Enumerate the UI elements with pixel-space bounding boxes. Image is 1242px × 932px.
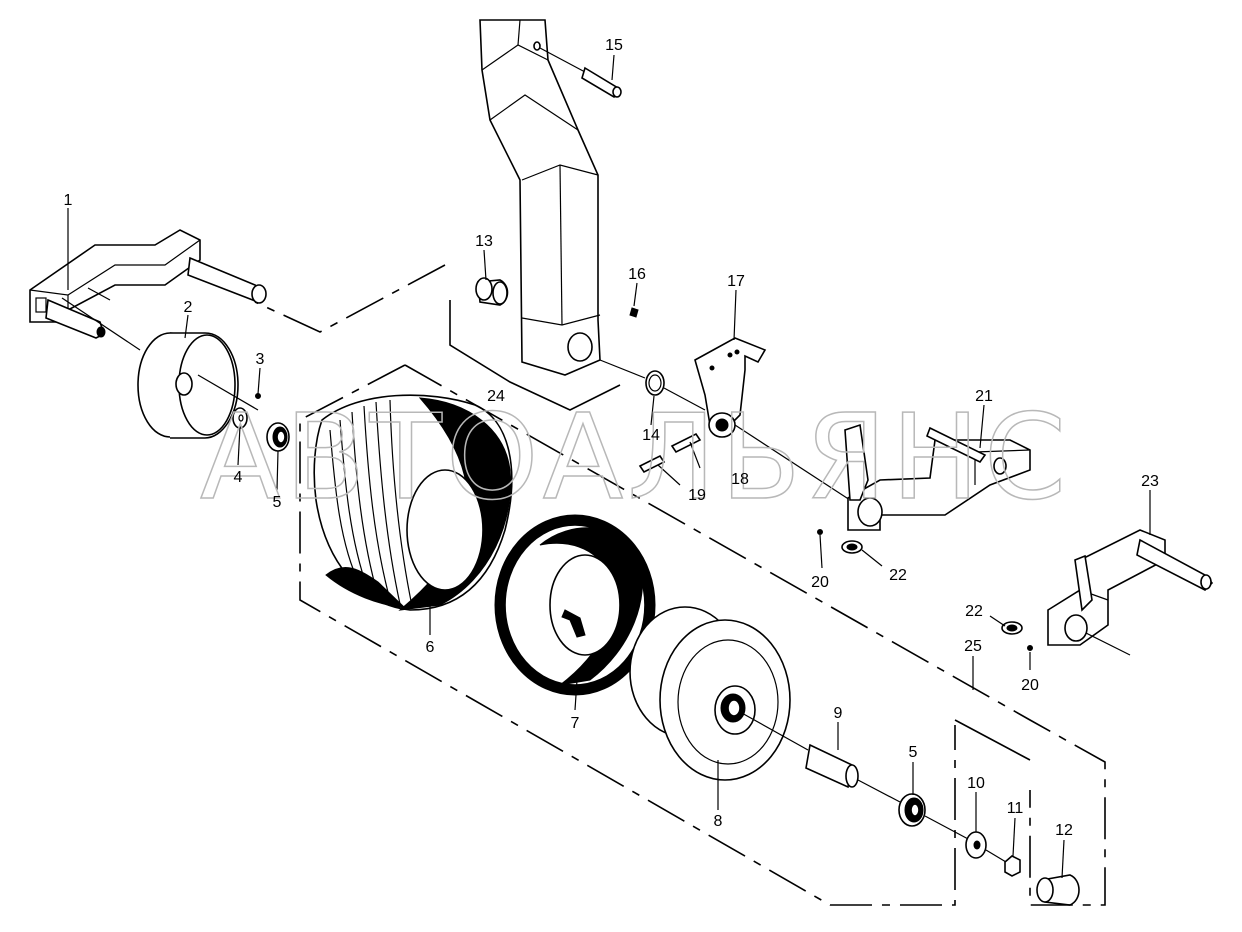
callout-5-left: 5: [273, 494, 282, 511]
frame-post: [479, 19, 601, 376]
clip-22-lower: [1001, 621, 1023, 635]
swing-arm-21: [844, 423, 1031, 531]
tire-6: [313, 394, 513, 611]
washer-10: [965, 831, 1007, 863]
nut-11: [1004, 855, 1021, 877]
rim-8: [629, 606, 809, 781]
bracket-17: [694, 337, 851, 501]
callout-16: 16: [628, 266, 646, 283]
inner-tube-7: [494, 514, 656, 696]
callout-6: 6: [426, 639, 435, 656]
callout-20-upper: 20: [811, 574, 829, 591]
watermark-text: АВТОАЛЬЯНС: [200, 388, 1070, 526]
callout-3: 3: [256, 351, 265, 368]
screw-20-upper: [817, 529, 823, 535]
washer-4: [232, 407, 248, 429]
bushing-13: [475, 277, 509, 306]
bearing-5-right: [898, 793, 971, 841]
callout-12: 12: [1055, 822, 1073, 839]
callout-17: 17: [727, 273, 745, 290]
bolt-16: [629, 307, 639, 318]
screw-20-lower: [1027, 645, 1033, 651]
clip-22-upper: [841, 540, 863, 554]
axle-arm-1: [29, 229, 267, 351]
callout-20-lower: 20: [1021, 677, 1039, 694]
callout-1: 1: [64, 192, 73, 209]
leader-lines: [67, 54, 1151, 879]
callout-2: 2: [184, 299, 193, 316]
spacer-9: [805, 743, 901, 803]
callout-15: 15: [605, 37, 623, 54]
callout-21: 21: [975, 388, 993, 405]
bushing-12: [1036, 874, 1080, 906]
callout-19: 19: [688, 487, 706, 504]
ring-14: [599, 359, 706, 411]
callout-13: 13: [475, 233, 493, 250]
callout-9: 9: [834, 705, 843, 722]
callout-23: 23: [1141, 473, 1159, 490]
callout-22-upper: 22: [889, 567, 907, 584]
callout-25: 25: [964, 638, 982, 655]
callout-8: 8: [714, 813, 723, 830]
pin-19: [638, 454, 666, 474]
pin-18: [670, 432, 702, 454]
callout-5-right: 5: [909, 744, 918, 761]
callout-22-lower: 22: [965, 603, 983, 620]
assembly-boundaries: [254, 264, 1106, 906]
callout-18: 18: [731, 471, 749, 488]
bearing-5-left: [266, 422, 290, 452]
callout-4: 4: [234, 469, 243, 486]
pin-15: [539, 47, 622, 99]
callout-14: 14: [642, 427, 660, 444]
callout-7: 7: [571, 715, 580, 732]
callout-11: 11: [1007, 800, 1024, 817]
callouts: 1 2 3 4 5 6 7 8 9 5 10 11 12 13 14 15 16…: [64, 37, 1159, 839]
callout-24: 24: [487, 388, 505, 405]
callout-10: 10: [967, 775, 985, 792]
hub-disc-2: [137, 332, 259, 439]
swing-arm-23: [1047, 529, 1214, 656]
